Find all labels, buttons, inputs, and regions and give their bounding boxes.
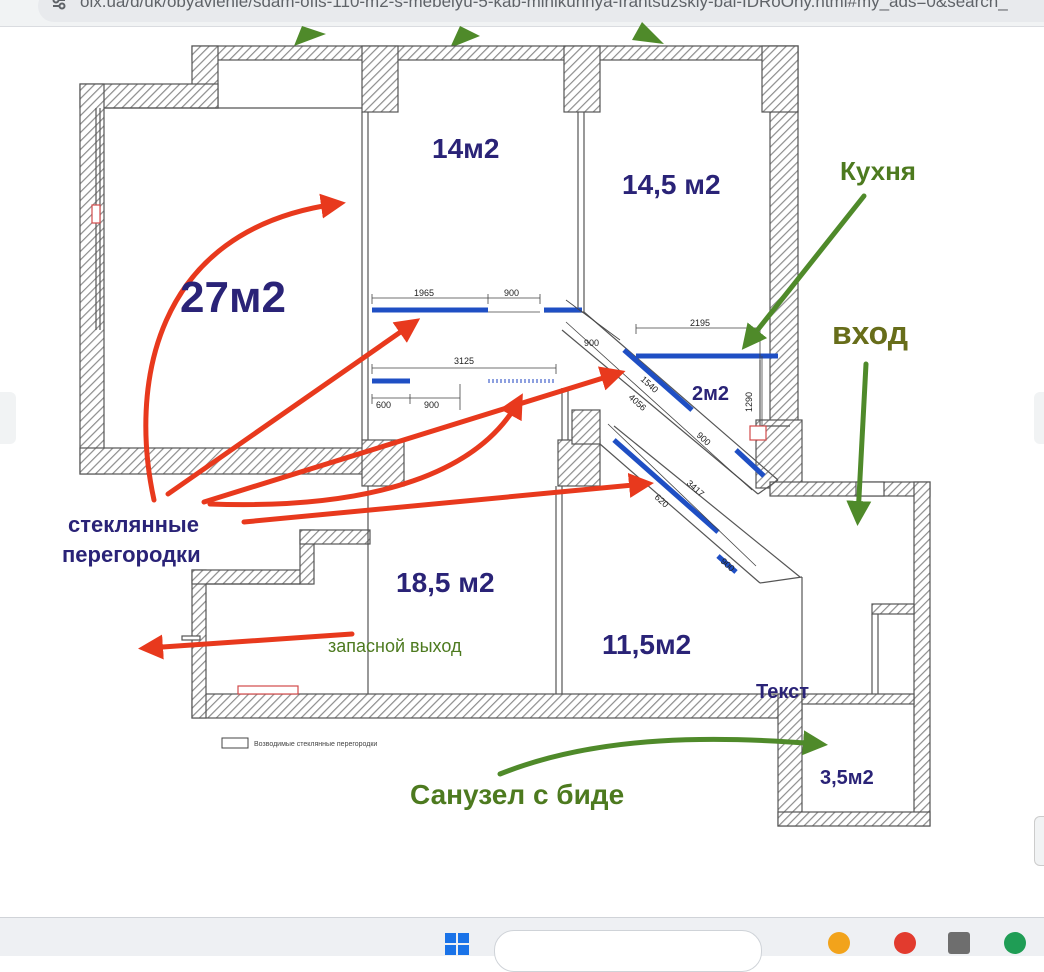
walls	[79, 45, 931, 827]
side-panel-handle[interactable]	[1034, 816, 1044, 866]
room-14-5-label: 14,5 м2	[622, 169, 721, 200]
floor-plan: 1965 900 3125 600 900 2195 900 1540 4056…	[62, 22, 931, 827]
room-27-label: 27м2	[180, 273, 286, 322]
dimension-lines	[371, 294, 763, 567]
glass-partitions-label-line2: перегородки	[62, 542, 201, 567]
legend-text: Возводимые стеклянные перегородки	[254, 741, 377, 748]
room-14-label: 14м2	[432, 133, 499, 164]
red-arrows	[138, 193, 654, 660]
taskbar-app-icon-1[interactable]	[828, 932, 850, 954]
room-11-5-label: 11,5м2	[602, 629, 691, 660]
taskbar-app-icon-3[interactable]	[948, 932, 970, 954]
dim-600: 600	[376, 400, 391, 410]
room-3-5-label: 3,5м2	[820, 767, 874, 789]
taskbar-app-icon-2[interactable]	[894, 932, 916, 954]
kitchen-label: Кухня	[840, 156, 916, 186]
legend: Возводимые стеклянные перегородки	[221, 737, 377, 749]
text-label: Текст	[756, 681, 809, 703]
dim-3417: 3417	[685, 478, 707, 499]
dim-1965: 1965	[414, 288, 434, 298]
room-18-5-label: 18,5 м2	[396, 567, 495, 598]
interior-walls	[91, 107, 885, 695]
dim-900-c: 900	[584, 338, 599, 348]
entrance-label: вход	[832, 315, 908, 351]
glass-partitions	[372, 307, 778, 574]
browser-url-bar: olx.ua/d/uk/obyavlenie/sdam-ofis-110-m2-…	[0, 0, 1044, 27]
taskbar-app-icon-4[interactable]	[1004, 932, 1026, 954]
dim-2195: 2195	[690, 318, 710, 328]
dim-620: 620	[653, 492, 671, 509]
scroll-left-handle[interactable]	[0, 392, 16, 444]
windows-start-icon[interactable]	[444, 932, 470, 956]
dim-1290: 1290	[744, 392, 754, 412]
room-2-label: 2м2	[692, 383, 729, 405]
site-settings-icon[interactable]	[50, 0, 68, 12]
dim-4056: 4056	[627, 392, 649, 413]
url-text[interactable]: olx.ua/d/uk/obyavlenie/sdam-ofis-110-m2-…	[80, 0, 1008, 11]
dim-900-a: 900	[504, 288, 519, 298]
dim-900-d: 900	[695, 430, 713, 447]
emergency-exit-label: запасной выход	[328, 636, 462, 656]
address-field[interactable]	[38, 0, 1044, 22]
window-arrows	[294, 22, 664, 48]
dim-900-b: 900	[424, 400, 439, 410]
bathroom-label: Санузел с биде	[410, 779, 624, 810]
scroll-right-handle[interactable]	[1034, 392, 1044, 444]
taskbar-search-box[interactable]	[494, 930, 762, 972]
dim-3125: 3125	[454, 356, 474, 366]
taskbar	[0, 917, 1044, 972]
green-arrows	[497, 193, 872, 777]
glass-partitions-label-line1: стеклянные	[68, 512, 199, 537]
room-labels: 27м2 14м2 14,5 м2 2м2 18,5 м2 11,5м2 3,5…	[180, 133, 874, 789]
diagonal-corridor	[544, 311, 803, 584]
columns	[361, 45, 799, 487]
